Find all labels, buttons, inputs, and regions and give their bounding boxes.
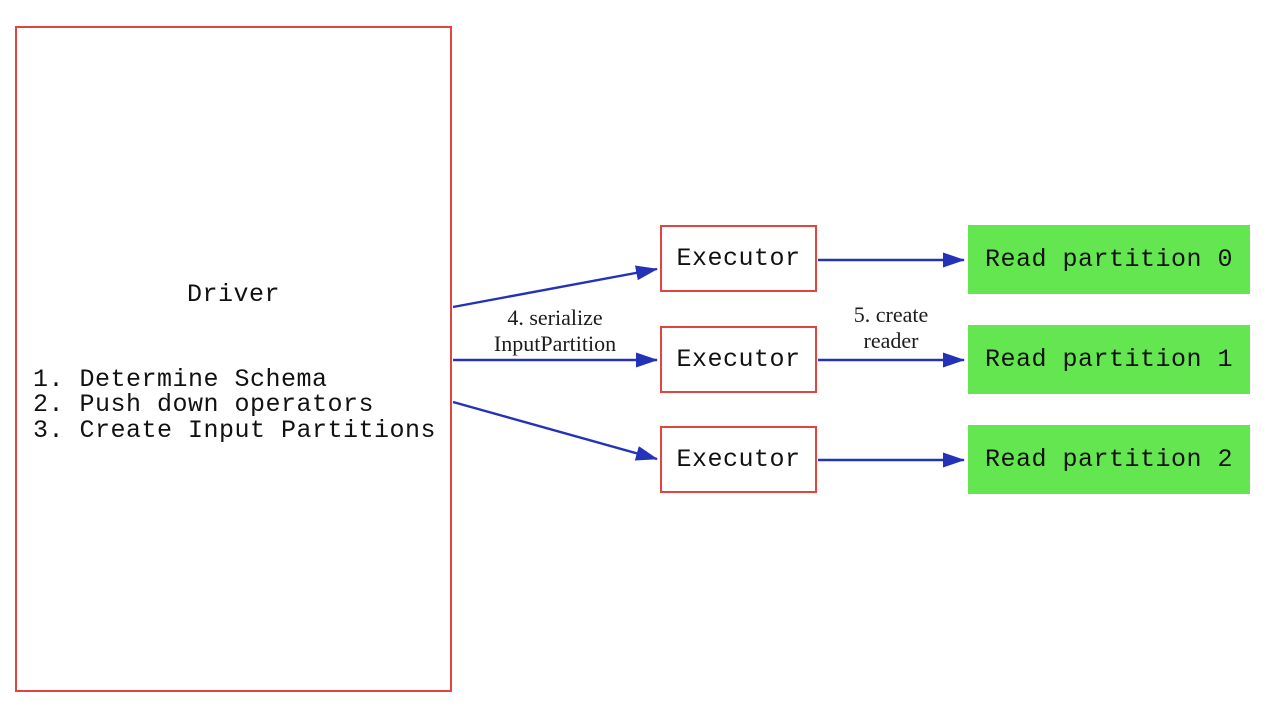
executor-label-0: Executor: [676, 244, 801, 273]
edge-label-create-reader-line1: 5. create: [853, 302, 929, 327]
driver-step-3: 3. Create Input Partitions: [33, 415, 437, 445]
partition-box-1: Read partition 1: [968, 325, 1250, 394]
edge-label-serialize-line1: 4. serialize: [507, 305, 603, 330]
arrow-driver-to-executor-0: [452, 265, 658, 309]
partition-label-0: Read partition 0: [984, 245, 1234, 274]
driver-step-list: 1. Determine Schema 2. Push down operato…: [33, 365, 437, 445]
driver-step-1: 1. Determine Schema: [33, 365, 328, 394]
edge-label-create-reader-line2: reader: [863, 328, 919, 353]
driver-step-2: 2. Push down operators: [33, 390, 375, 420]
edge-label-serialize: 4. serialize InputPartition: [455, 305, 655, 357]
executor-label-1: Executor: [676, 345, 801, 374]
executor-box-0: Executor: [660, 225, 817, 292]
executor-box-2: Executor: [660, 426, 817, 493]
partition-label-1: Read partition 1: [984, 345, 1234, 374]
partition-box-0: Read partition 0: [968, 225, 1250, 294]
executor-box-1: Executor: [660, 326, 817, 393]
arrow-driver-to-executor-2: [452, 400, 658, 461]
driver-box: Driver 1. Determine Schema 2. Push down …: [15, 26, 452, 692]
partition-label-2: Read partition 2: [984, 445, 1234, 474]
partition-box-2: Read partition 2: [968, 425, 1250, 494]
executor-label-2: Executor: [676, 445, 801, 474]
driver-title: Driver: [186, 280, 280, 309]
edge-label-create-reader: 5. create reader: [801, 302, 981, 354]
edge-label-serialize-line2: InputPartition: [493, 331, 617, 356]
